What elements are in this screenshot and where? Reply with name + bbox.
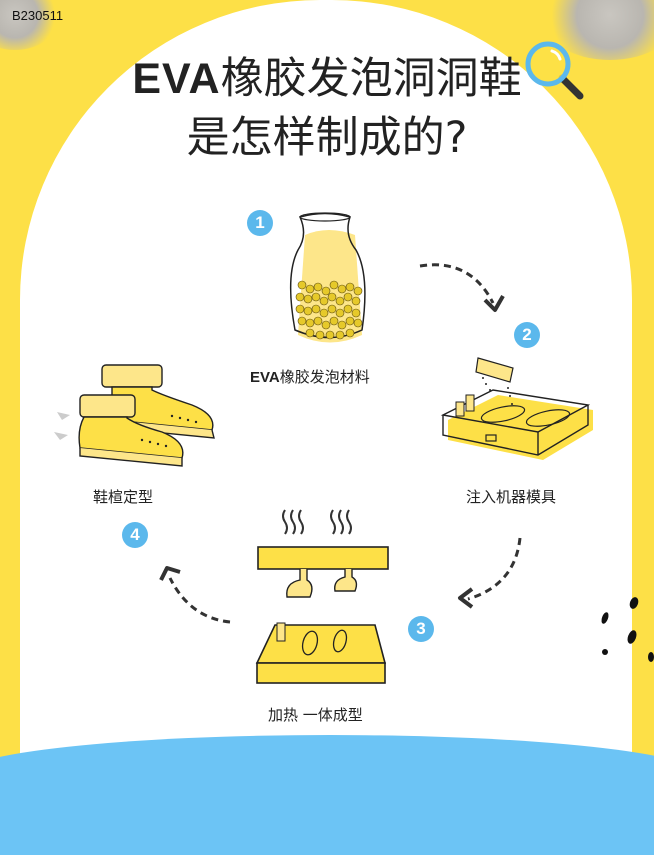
step-4-label: 鞋楦定型 bbox=[93, 488, 154, 506]
magnifier-icon bbox=[525, 41, 584, 100]
decorative-dots-icon bbox=[601, 597, 654, 662]
step-2-badge: 2 bbox=[514, 322, 540, 348]
arrow-step1-to-step2-icon bbox=[419, 263, 505, 312]
heat-press-mold-illustration bbox=[255, 509, 389, 684]
step-1-label-cjk: 橡胶发泡材料 bbox=[279, 368, 370, 386]
step-2-label: 注入机器模具 bbox=[466, 488, 557, 506]
title-line-1: EVA橡胶发泡洞洞鞋 bbox=[0, 44, 654, 106]
arrow-step3-to-step4-icon bbox=[159, 566, 231, 624]
blue-bottom-wave bbox=[0, 735, 654, 855]
title-cjk: 橡胶发泡洞洞鞋 bbox=[220, 54, 522, 104]
step-4-badge: 4 bbox=[122, 522, 148, 548]
pouring-into-mold-illustration bbox=[440, 357, 593, 460]
step-1-label: EVA橡胶发泡材料 bbox=[250, 366, 370, 387]
step-1-label-latin: EVA bbox=[250, 369, 280, 386]
shoes-on-lasts-illustration bbox=[54, 364, 215, 467]
step-1-badge: 1 bbox=[247, 210, 273, 236]
arrow-step2-to-step3-icon bbox=[458, 537, 522, 609]
title-latin: EVA bbox=[132, 55, 221, 103]
step-3-badge: 3 bbox=[408, 616, 434, 642]
image-code: B230511 bbox=[12, 8, 64, 23]
jar-of-pellets-illustration bbox=[289, 212, 366, 343]
title-line-2: 是怎样制成的? bbox=[186, 113, 468, 163]
step-3-label: 加热 一体成型 bbox=[268, 706, 363, 724]
